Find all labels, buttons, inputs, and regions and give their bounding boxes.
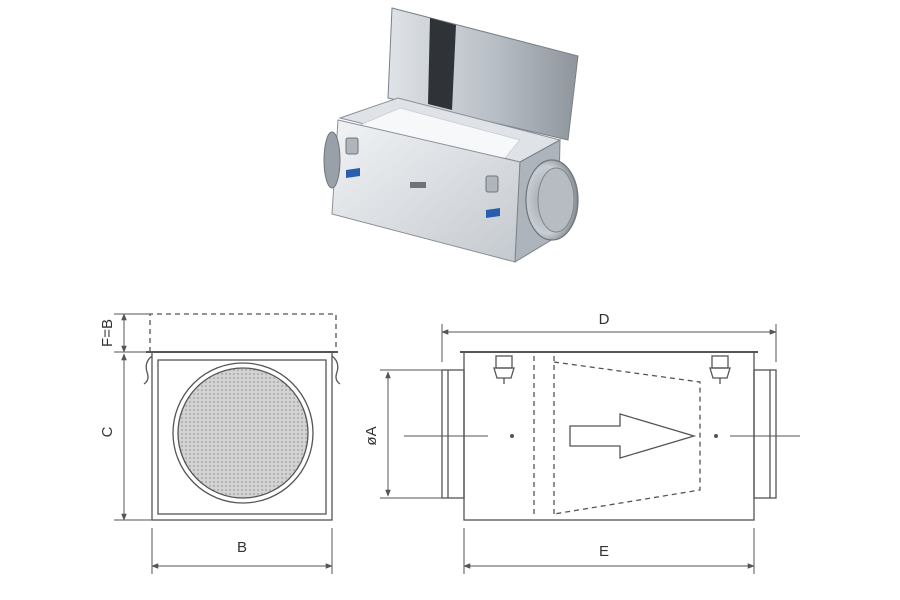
front-latch-right — [331, 355, 341, 385]
side-collar-right — [753, 369, 777, 499]
side-latch-right — [709, 355, 731, 384]
front-filter-ring — [172, 362, 314, 504]
dimension-b — [151, 528, 333, 574]
latch-right — [485, 175, 499, 193]
label-c: C — [99, 426, 116, 437]
front-filter-mesh — [177, 367, 309, 499]
latch-left — [345, 137, 359, 155]
dimension-f-eq-b — [114, 313, 150, 353]
lid-open-dashed-outline — [149, 313, 337, 352]
label-f-eq-b: F=B — [99, 319, 116, 347]
side-collar-left — [441, 369, 465, 499]
side-body — [463, 351, 755, 521]
lid-seal-strip — [428, 18, 456, 110]
dimension-d — [441, 324, 777, 362]
blue-clip-left — [346, 168, 360, 178]
left-collar — [323, 131, 341, 189]
label-e: E — [599, 543, 609, 560]
center-dot-left — [510, 434, 514, 438]
blue-clip-right — [486, 208, 500, 218]
side-view — [404, 351, 800, 521]
label-d: D — [599, 311, 610, 328]
front-box-inner — [157, 359, 327, 515]
side-latch-left — [493, 355, 515, 384]
front-view — [143, 313, 341, 521]
dimension-diameter-a — [380, 369, 442, 499]
center-dot-right — [714, 434, 718, 438]
right-collar-inner — [537, 167, 575, 233]
airflow-arrow — [569, 413, 697, 459]
dimension-c — [114, 353, 152, 521]
side-filter-dashed — [533, 356, 701, 518]
product-label — [410, 182, 426, 188]
label-b: B — [237, 539, 247, 556]
dimension-e — [463, 528, 755, 574]
product-photo — [323, 7, 579, 263]
label-diameter-a: øA — [363, 426, 380, 445]
front-latch-left — [143, 355, 153, 385]
